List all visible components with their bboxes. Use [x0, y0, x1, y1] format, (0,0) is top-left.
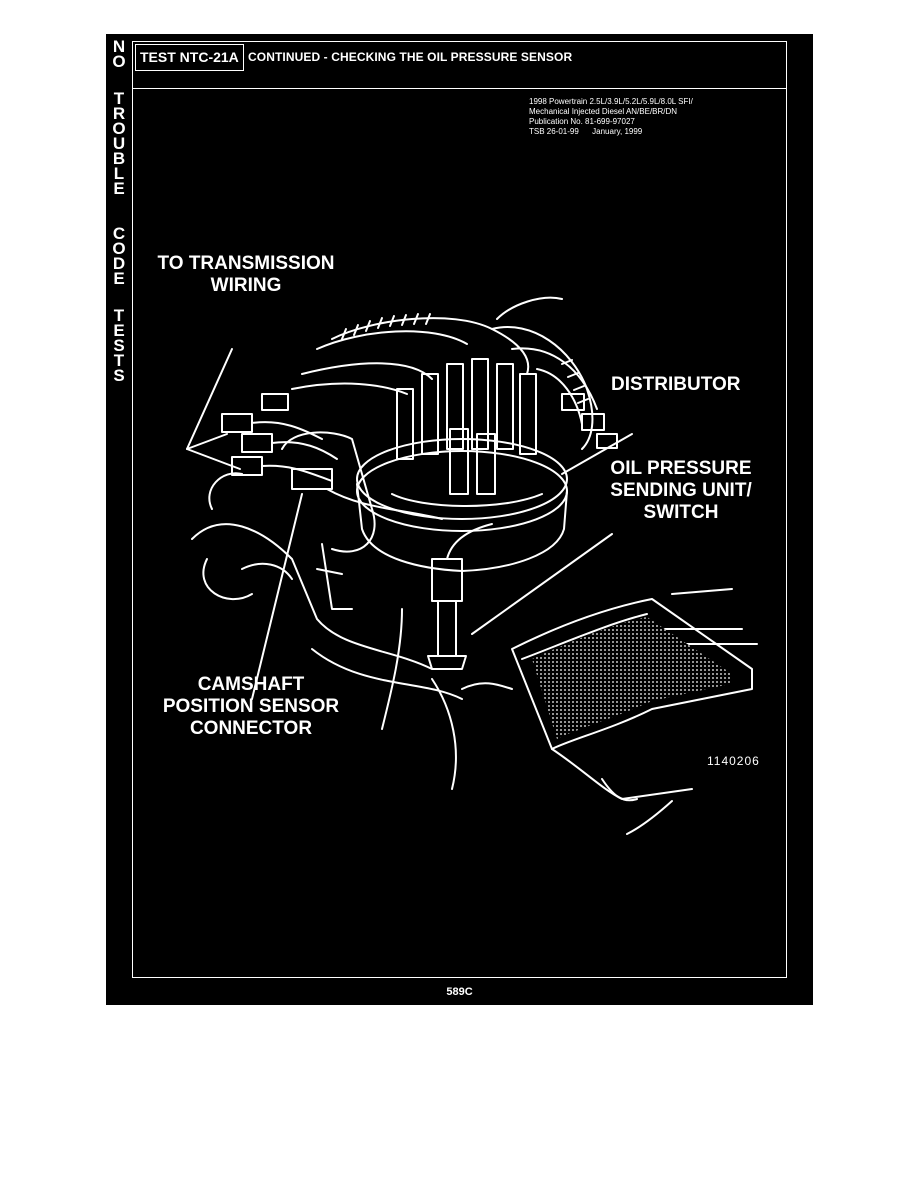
label-oil-pressure-sending-unit: OIL PRESSURE SENDING UNIT/ SWITCH	[596, 458, 766, 524]
side-tab-letter: O	[112, 52, 126, 71]
test-id-box: TEST NTC-21A	[135, 44, 244, 71]
label-transmission-wiring: TO TRANSMISSION WIRING	[146, 253, 346, 297]
side-tab-letter: O	[112, 239, 126, 258]
side-tab-letter: E	[113, 269, 125, 288]
figure-id: 1140206	[707, 754, 760, 768]
side-tab-letter: L	[113, 164, 125, 183]
side-tab-letter: C	[112, 224, 126, 243]
side-tab-letter: E	[113, 321, 125, 340]
label-camshaft-position-sensor-connector: CAMSHAFT POSITION SENSOR CONNECTOR	[151, 674, 351, 740]
side-tab-letter: D	[112, 254, 126, 273]
side-tab-letter: S	[113, 366, 125, 385]
label-line: SWITCH	[643, 502, 719, 523]
side-tab-letter: T	[113, 306, 125, 325]
side-tab-letter: E	[113, 179, 125, 198]
side-tab-letter: O	[112, 119, 126, 138]
publication-line: Publication No. 81-699-97027	[529, 117, 635, 126]
label-distributor: DISTRIBUTOR	[611, 374, 741, 395]
label-line: WIRING	[210, 275, 282, 296]
content-frame	[132, 41, 787, 978]
label-line: TO TRANSMISSION	[157, 253, 335, 274]
label-line: OIL PRESSURE	[610, 458, 752, 479]
side-tab-letter: S	[113, 336, 125, 355]
page-title: CONTINUED - CHECKING THE OIL PRESSURE SE…	[248, 50, 573, 64]
header-divider	[132, 88, 787, 89]
publication-line: Mechanical Injected Diesel AN/BE/BR/DN	[529, 107, 678, 116]
side-tab-letter: R	[112, 104, 126, 123]
label-line: SENDING UNIT/	[610, 480, 752, 501]
section-side-tab: N O T R O U B L E C O D E T E S T S	[106, 34, 132, 1005]
side-tab-letter: U	[112, 134, 126, 153]
label-line: POSITION SENSOR	[162, 696, 340, 717]
page-number: 589C	[446, 986, 473, 998]
side-tab-letter: T	[113, 89, 125, 108]
side-tab-letter: T	[113, 351, 125, 370]
publication-info: 1998 Powertrain 2.5L/3.9L/5.2L/5.9L/8.0L…	[529, 97, 693, 137]
side-tab-letter: N	[112, 37, 126, 56]
manual-page: N O T R O U B L E C O D E T E S T S TEST…	[106, 34, 813, 1005]
side-tab-letter: B	[112, 149, 126, 168]
publication-line: TSB 26-01-99 January, 1999	[529, 127, 643, 136]
engine-illustration	[186, 296, 758, 835]
label-line: CONNECTOR	[189, 718, 313, 739]
publication-line: 1998 Powertrain 2.5L/3.9L/5.2L/5.9L/8.0L…	[529, 97, 693, 106]
label-line: CAMSHAFT	[197, 674, 305, 695]
